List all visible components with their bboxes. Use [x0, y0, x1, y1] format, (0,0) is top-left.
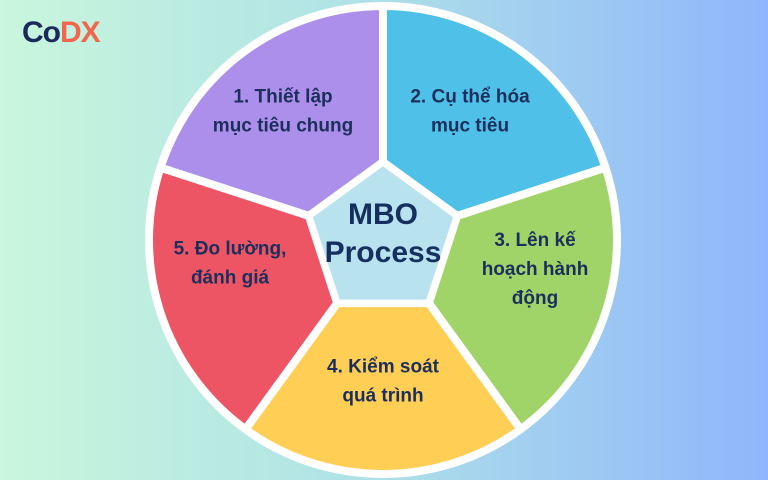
- segment-1-label: mục tiêu chung: [213, 116, 353, 137]
- segments-group: [145, 2, 621, 478]
- segment-5-label: đánh giá: [191, 268, 270, 289]
- segment-2-label: mục tiêu: [431, 116, 509, 137]
- segment-labels-group: 1. Thiết lập mục tiêu chung 2. Cụ thể hóa m…: [174, 87, 589, 407]
- center-title-line2: Process: [325, 236, 442, 269]
- segment-3-label: 3. Lên kế: [494, 230, 576, 251]
- segment-1-label: 1. Thiết lập: [233, 87, 332, 108]
- segment-3-label: hoạch hành: [482, 259, 589, 280]
- segment-4: [241, 299, 525, 478]
- segment-4-label: 4. Kiểm soát: [327, 357, 440, 378]
- segment-3-label: động: [512, 288, 558, 309]
- segment-2-label: 2. Cụ thể hóa: [410, 87, 530, 108]
- segment-2: [379, 2, 610, 220]
- segment-5: [145, 163, 342, 434]
- segment-1: [156, 2, 387, 220]
- codx-logo: CoDX: [22, 16, 101, 49]
- segment-5-label: 5. Đo lường,: [174, 239, 287, 260]
- segment-4-label: quá trình: [342, 386, 423, 407]
- center-title-line1: MBO: [348, 198, 418, 231]
- center-pentagon: [305, 158, 461, 307]
